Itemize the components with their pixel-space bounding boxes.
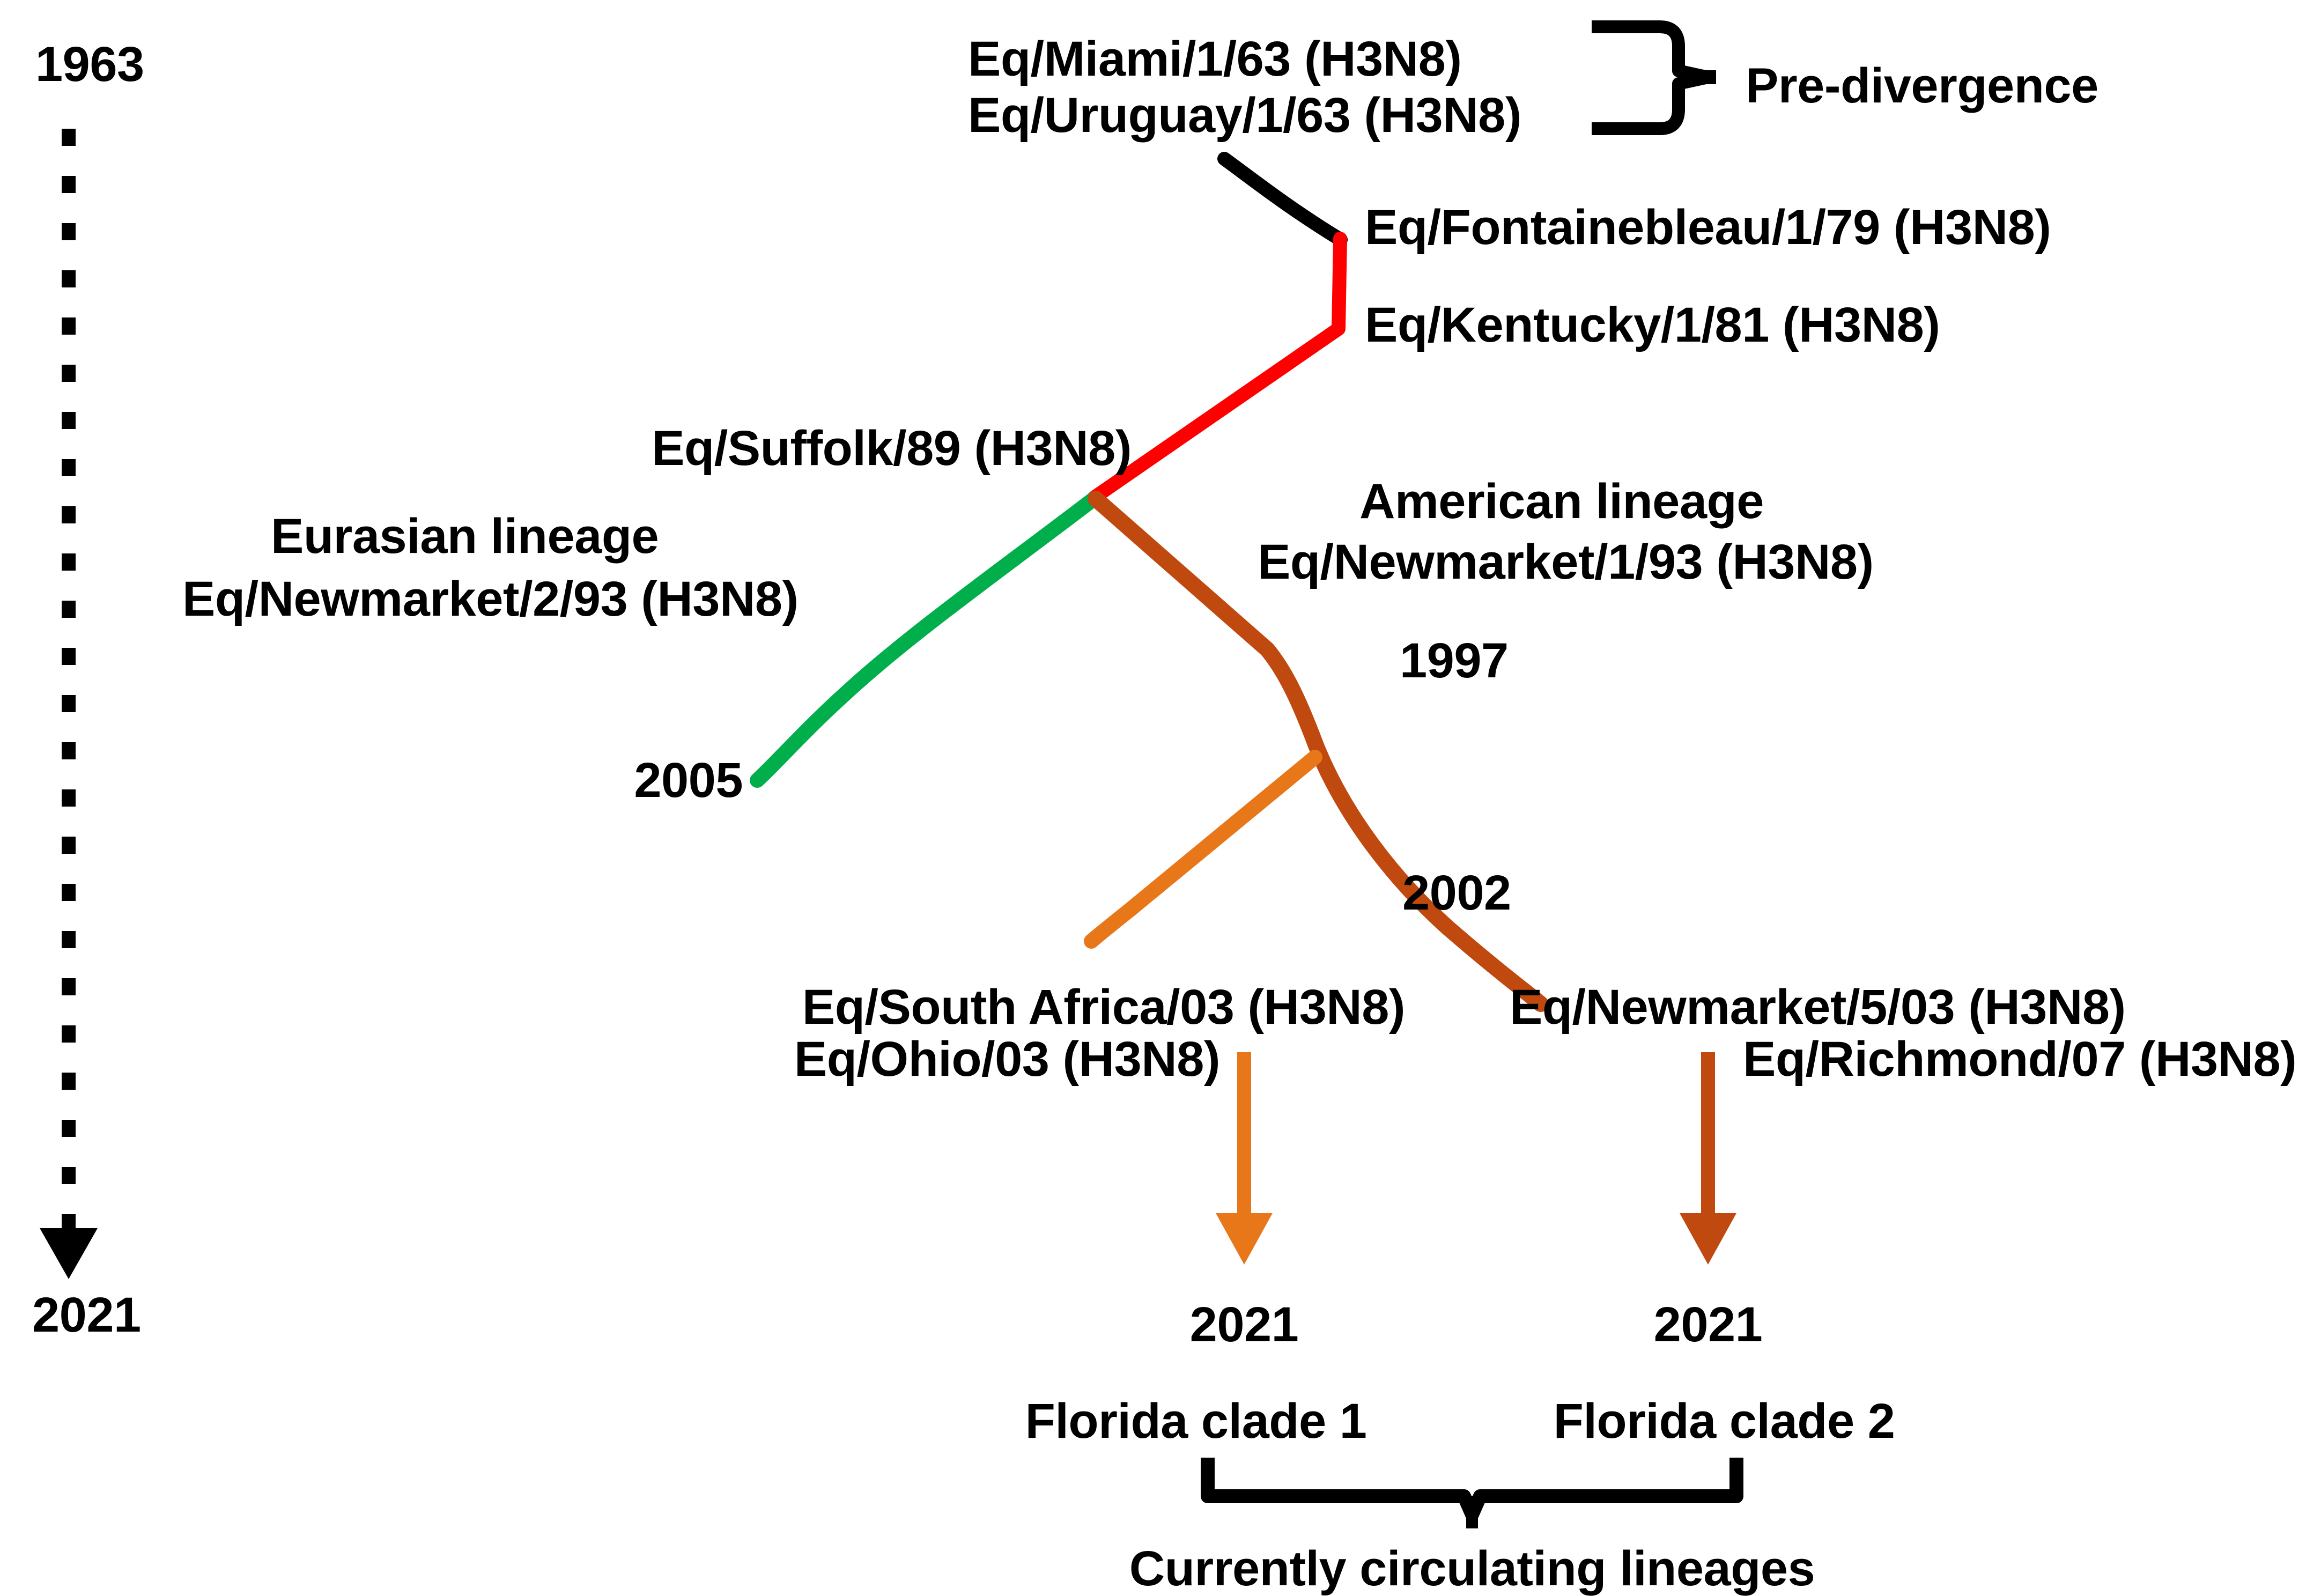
strain-label-kentucky-1-81: Eq/Kentucky/1/81 (H3N8): [1365, 298, 1940, 352]
strain-label-newmarket-5-03: Eq/Newmarket/5/03 (H3N8): [1510, 980, 2126, 1035]
pre-divergence-label: Pre-divergence: [1746, 58, 2098, 113]
clade2-terminus-year-2021: 2021: [1653, 1297, 1763, 1352]
axis-end-year-2021: 2021: [32, 1288, 141, 1342]
clade2-arrow: [1680, 1052, 1736, 1265]
branch-stem-red: [1087, 232, 1347, 505]
axis-start-year-1963: 1963: [35, 37, 144, 92]
american-lineage-label: American lineage: [1359, 474, 1764, 529]
year-marker-2005: 2005: [634, 753, 743, 808]
strain-label-uruguay-1-63: Eq/Uruguay/1/63 (H3N8): [968, 88, 1521, 143]
year-axis: [40, 129, 98, 1279]
branch-pre-divergence-black: [1217, 152, 1348, 247]
currently-circulating-brace-icon: [1201, 1458, 1743, 1528]
strain-label-fontainebleau-1-79: Eq/Fontainebleau/1/79 (H3N8): [1365, 200, 2051, 255]
branch-american-brown: [1088, 491, 1549, 1012]
branch-florida-clade1-orange: [1084, 750, 1322, 949]
strain-label-newmarket-2-93: Eq/Newmarket/2/93 (H3N8): [182, 572, 799, 626]
year-marker-1997: 1997: [1400, 633, 1509, 688]
florida-clade-2-label: Florida clade 2: [1553, 1394, 1895, 1449]
strain-label-ohio-03: Eq/Ohio/03 (H3N8): [794, 1032, 1221, 1087]
strain-label-richmond-07: Eq/Richmond/07 (H3N8): [1743, 1032, 2297, 1087]
clade2-arrowhead: [1680, 1213, 1736, 1265]
year-axis-arrowhead: [40, 1228, 98, 1279]
eurasian-lineage-label: Eurasian lineage: [271, 509, 659, 564]
currently-circulating-lineages-label: Currently circulating lineages: [1129, 1541, 1815, 1596]
florida-clade-1-label: Florida clade 1: [1025, 1394, 1367, 1449]
branch-eurasian-green: [750, 491, 1102, 788]
strain-label-south-africa-03: Eq/South Africa/03 (H3N8): [802, 980, 1406, 1035]
clade1-arrowhead: [1216, 1213, 1273, 1265]
year-marker-2002: 2002: [1402, 866, 1511, 920]
clade1-terminus-year-2021: 2021: [1189, 1297, 1299, 1352]
clade1-arrow: [1216, 1052, 1273, 1265]
strain-label-suffolk-89: Eq/Suffolk/89 (H3N8): [652, 421, 1132, 476]
strain-label-newmarket-1-93: Eq/Newmarket/1/93 (H3N8): [1258, 535, 1874, 589]
pre-divergence-brace-icon: [1592, 20, 1716, 135]
strain-label-miami-1-63: Eq/Miami/1/63 (H3N8): [968, 32, 1462, 86]
